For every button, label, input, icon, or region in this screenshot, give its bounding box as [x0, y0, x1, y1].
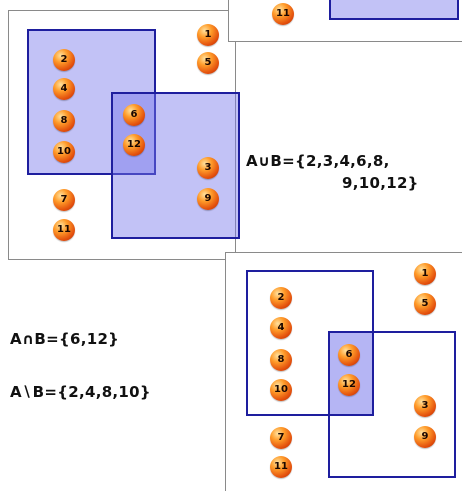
number-ball: 5	[197, 52, 219, 74]
number-ball: 2	[270, 287, 292, 309]
number-ball: 3	[414, 395, 436, 417]
intersection-venn-panel: 1 5 2 4 8 10 6 12 3 9 7 11	[225, 252, 462, 491]
set-b-rectangle	[328, 331, 456, 478]
partial-venn-panel: 11	[228, 0, 462, 42]
number-ball: 7	[270, 427, 292, 449]
number-ball: 8	[270, 349, 292, 371]
set-a-rectangle	[246, 270, 374, 416]
number-ball: 11	[270, 456, 292, 478]
number-ball: 11	[272, 3, 294, 25]
number-ball: 9	[414, 426, 436, 448]
number-ball: 2	[53, 49, 75, 71]
number-ball: 10	[53, 141, 75, 163]
number-ball: 8	[53, 110, 75, 132]
set-b-rectangle-partial	[329, 0, 459, 20]
union-formula-line1: A∪B={2,3,4,6,8,	[246, 152, 390, 170]
number-ball: 10	[270, 379, 292, 401]
number-ball: 7	[53, 189, 75, 211]
number-ball: 12	[338, 374, 360, 396]
number-ball: 11	[53, 219, 75, 241]
set-a-rectangle	[27, 29, 156, 175]
number-ball: 3	[197, 157, 219, 179]
number-ball: 5	[414, 293, 436, 315]
number-ball: 9	[197, 188, 219, 210]
difference-formula: A∖B={2,4,8,10}	[10, 383, 151, 401]
number-ball: 4	[270, 317, 292, 339]
number-ball: 6	[123, 104, 145, 126]
number-ball: 1	[197, 24, 219, 46]
number-ball: 4	[53, 78, 75, 100]
number-ball: 12	[123, 134, 145, 156]
union-formula-line2: 9,10,12}	[342, 174, 419, 192]
number-ball: 1	[414, 263, 436, 285]
number-ball: 6	[338, 344, 360, 366]
union-venn-panel: 1 5 2 4 8 10 6 12 3 9 7 11	[8, 10, 240, 260]
union-formula: A∪B={2,3,4,6,8, 9,10,12}	[246, 150, 460, 194]
intersection-formula: A∩B={6,12}	[10, 330, 120, 348]
